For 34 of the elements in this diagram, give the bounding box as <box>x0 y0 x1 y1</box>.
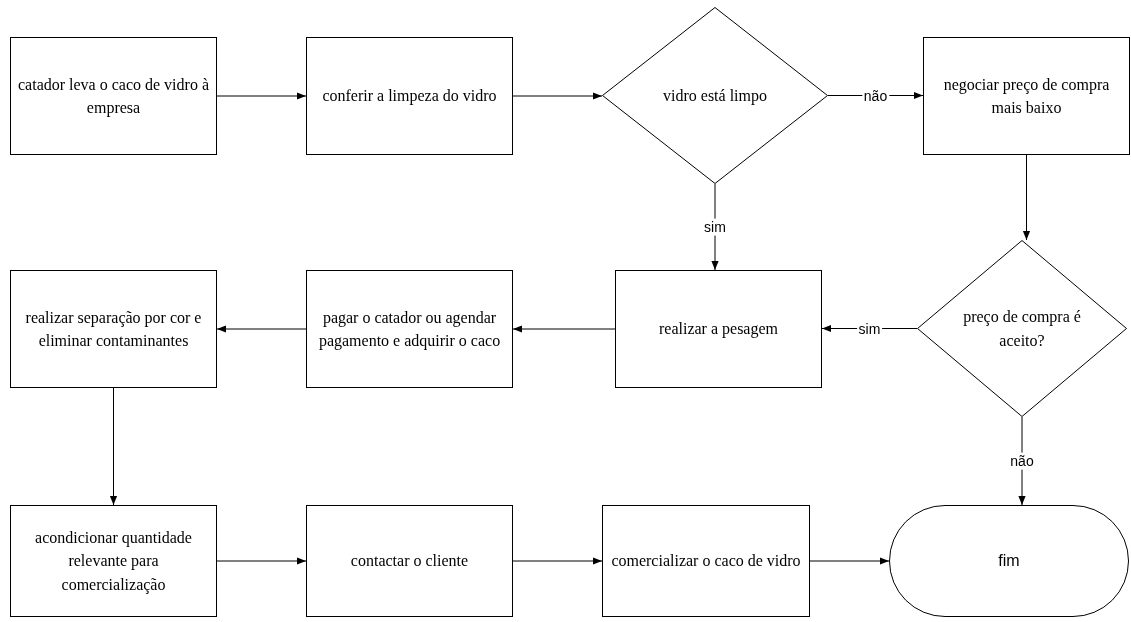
arrow <box>216 92 307 100</box>
step-text: realizar a pesagem <box>658 319 779 340</box>
edge-label: sim <box>856 320 883 337</box>
step-text: acondicionar quantidade relevante para comercialização <box>34 528 193 596</box>
step-text: preço de compra é aceito? <box>962 307 1082 351</box>
process-box <box>10 505 217 617</box>
process-box <box>923 37 1130 155</box>
edge-label: não <box>861 87 890 104</box>
process-box <box>306 270 513 388</box>
edge-label: sim <box>702 218 728 236</box>
step-text: comercializar o caco de vidro <box>610 551 802 572</box>
process-box <box>615 270 822 388</box>
arrow <box>512 557 603 565</box>
step-text: realizar separação por cor e eliminar contaminantes <box>24 307 203 351</box>
process-box <box>10 37 217 155</box>
arrow <box>109 387 118 506</box>
step-text: fim <box>997 551 1021 572</box>
edge-label: não <box>1008 452 1036 470</box>
step-text: catador leva o caco de vidro à empresa <box>17 74 210 119</box>
arrow <box>512 325 616 333</box>
step-text: vidro está limpo <box>663 85 767 107</box>
step-text: conferir a limpeza do vidro <box>321 86 498 107</box>
arrow <box>216 325 307 333</box>
arrow <box>809 557 890 565</box>
step-text: negociar preço de compra mais baixo <box>942 74 1111 118</box>
step-text: pagar o catador ou agendar pagamento e adquirir o caco <box>317 307 502 352</box>
arrow <box>216 557 307 565</box>
step-text: contactar o cliente <box>349 551 470 572</box>
arrow <box>1022 154 1031 241</box>
process-box <box>10 270 217 388</box>
process-box <box>306 37 513 155</box>
arrow <box>512 92 603 100</box>
process-box <box>602 505 810 617</box>
process-box <box>306 505 513 617</box>
